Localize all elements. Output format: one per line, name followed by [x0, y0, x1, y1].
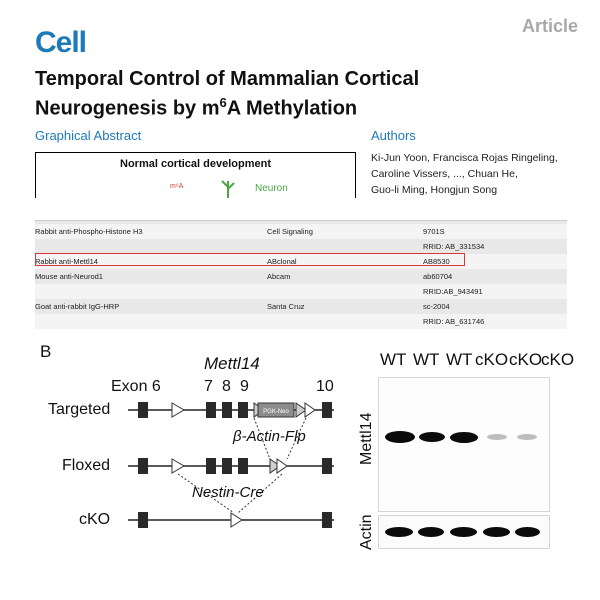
blot-band — [517, 434, 537, 440]
table-cell: Goat anti-rabbit IgG-HRP — [35, 302, 120, 311]
paper-title: Temporal Control of Mammalian Cortical N… — [35, 68, 575, 121]
table-cell: ABclonal — [267, 257, 297, 266]
table-row: Rabbit anti-Phospho-Histone H3 Cell Sign… — [35, 224, 567, 239]
blot-label-actin: Actin — [358, 514, 375, 550]
author-line: Guo-li Ming, Hongjun Song — [371, 184, 498, 196]
table-cell: sc-2004 — [423, 302, 450, 311]
lane-label: cKO — [475, 350, 509, 369]
table-cell: Abcam — [267, 272, 291, 281]
gene-label: Mettl14 — [204, 354, 260, 373]
cre-label: Nestin-Cre — [192, 484, 264, 501]
table-cell: Santa Cruz — [267, 302, 305, 311]
blot-label-mettl14: Mettl14 — [358, 412, 375, 465]
table-cell: Mouse anti-Neurod1 — [35, 272, 103, 281]
table-row: RRID:AB_943491 — [35, 284, 567, 299]
cassette-label: PGK-Neo — [263, 409, 289, 415]
blot-band — [418, 527, 444, 537]
row-label-floxed: Floxed — [62, 457, 111, 474]
graphical-abstract-box: Normal cortical development m⁶A Neuron — [35, 152, 356, 198]
title-line-2a: Neurogenesis by m — [35, 97, 220, 120]
table-cell: AB8530 — [423, 257, 450, 266]
graphical-abstract-heading: Graphical Abstract — [35, 128, 142, 143]
exon-label: 8 — [222, 378, 231, 395]
row-label-targeted: Targeted — [48, 401, 111, 418]
neuron-sprout-icon — [221, 180, 235, 198]
title-superscript: 6 — [219, 95, 227, 110]
m6a-label: m⁶A — [170, 183, 184, 190]
blot-band — [385, 431, 415, 443]
graphical-abstract-title: Normal cortical development — [120, 158, 271, 170]
actin-blot — [378, 515, 550, 549]
title-line-2b: A Methylation — [226, 97, 358, 120]
table-cell: RRID: AB_331534 — [423, 242, 485, 251]
table-row: Mouse anti-Neurod1 Abcam ab60704 — [35, 269, 567, 284]
row-label-cko: cKO — [79, 511, 111, 528]
table-cell: Rabbit anti-Phospho-Histone H3 — [35, 227, 143, 236]
table-cell: Cell Signaling — [267, 227, 313, 236]
table-cell: Rabbit anti-Mettl14 — [35, 257, 98, 266]
table-row: RRID: AB_331534 — [35, 239, 567, 254]
lane-label: WT — [380, 350, 407, 369]
exon-label: Exon 6 — [111, 378, 161, 395]
mettl14-blot — [378, 377, 550, 512]
lane-label: cKO — [541, 350, 575, 369]
lane-label: WT — [446, 350, 473, 369]
table-cell: 9701S — [423, 227, 445, 236]
exon-label: 10 — [316, 378, 334, 395]
table-cell: ab60704 — [423, 272, 453, 281]
table-row: Goat anti-rabbit IgG-HRP Santa Cruz sc-2… — [35, 299, 567, 314]
journal-logo: Cell — [35, 26, 87, 59]
exon-label: 9 — [240, 378, 249, 395]
flp-label: β-Actin-Flp — [233, 428, 306, 445]
blot-band — [515, 527, 540, 537]
author-list: Ki-Jun Yoon, Francisca Rojas Ringeling, … — [371, 150, 591, 198]
author-line: Caroline Vissers, ..., Chuan He, — [371, 168, 518, 180]
table-row: RRID: AB_631746 — [35, 314, 567, 329]
lane-label: cKO — [509, 350, 543, 369]
blot-band — [385, 527, 413, 537]
panel-label-b: B — [40, 342, 52, 361]
blot-band — [450, 527, 477, 537]
highlighted-row-outline — [35, 253, 465, 266]
author-line: Ki-Jun Yoon, Francisca Rojas Ringeling, — [371, 152, 558, 164]
exon-label: 7 — [204, 378, 213, 395]
blot-band — [419, 432, 445, 442]
blot-band — [483, 527, 510, 537]
antibody-table: Rabbit anti-Phospho-Histone H3 Cell Sign… — [35, 220, 567, 329]
article-type-label: Article — [521, 16, 578, 36]
authors-heading: Authors — [371, 128, 416, 143]
neuron-label: Neuron — [255, 183, 288, 194]
title-line-1: Temporal Control of Mammalian Cortical — [35, 68, 420, 90]
table-cell: RRID: AB_631746 — [423, 317, 485, 326]
blot-band — [487, 434, 507, 440]
table-cell: RRID:AB_943491 — [423, 287, 483, 296]
lane-label: WT — [413, 350, 440, 369]
blot-band — [450, 432, 478, 443]
